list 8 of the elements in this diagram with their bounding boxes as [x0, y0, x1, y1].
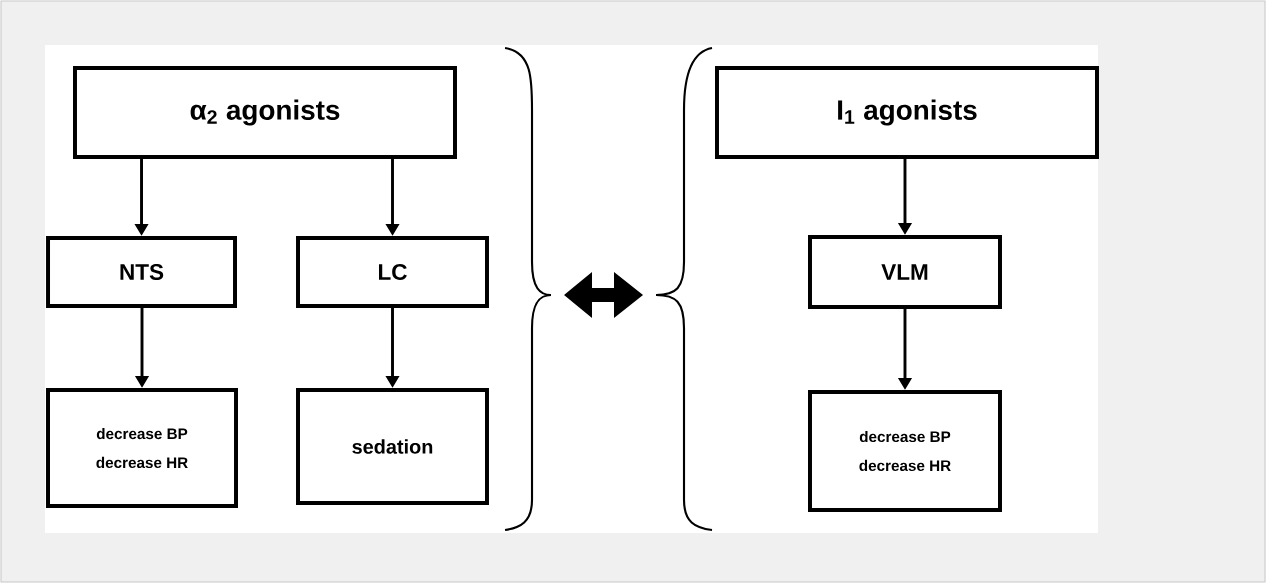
box: LC [296, 236, 489, 308]
box: I$_{1}$ agonists [715, 66, 1099, 159]
box: VLM [808, 235, 1002, 309]
box: NTS [46, 236, 237, 308]
box: sedation [296, 388, 489, 505]
box: decrease BP decrease HR [46, 388, 238, 508]
box: α$_{2}$ agonists [73, 66, 457, 159]
box: decrease BP decrease HR [808, 390, 1002, 512]
